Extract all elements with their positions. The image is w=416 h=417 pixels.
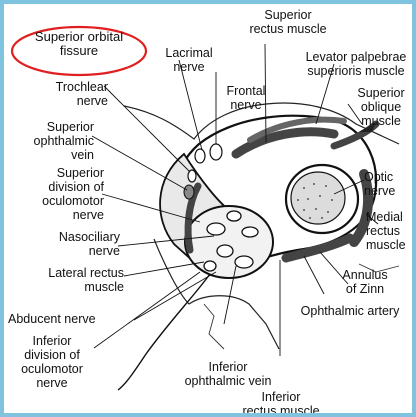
label-superior-oblique-muscle: Superior oblique muscle <box>350 86 412 128</box>
lacrimal-nerve-dot <box>195 149 205 163</box>
label-inferior-ophthalmic-vein: Inferior ophthalmic vein <box>172 360 284 388</box>
label-trochlear-nerve: Trochlear nerve <box>44 80 108 108</box>
label-lacrimal-nerve: Lacrimal nerve <box>154 46 224 74</box>
nerve-circle-2 <box>227 211 241 221</box>
frontal-nerve-dot <box>210 144 222 160</box>
label-lateral-rectus-muscle: Lateral rectus muscle <box>8 266 124 294</box>
label-inferior-rectus-muscle: Inferior rectus muscle <box>226 390 336 417</box>
label-optic-nerve: Optic nerve <box>364 170 412 198</box>
inferior-rectus-strip <box>286 238 350 258</box>
label-superior-ophthalmic-vein: Superior ophthalmic vein <box>24 120 94 162</box>
optic-nerve-cross-section <box>291 172 345 224</box>
label-superior-division-oculomotor: Superior division of oculomotor nerve <box>8 166 104 222</box>
label-abducent-nerve: Abducent nerve <box>8 312 138 326</box>
label-superior-orbital-fissure: Superior orbital fissure <box>22 30 136 58</box>
label-levator-palpebrae: Levator palpebrae superioris muscle <box>296 50 416 78</box>
label-frontal-nerve: Frontal nerve <box>216 84 276 112</box>
nerve-circle-5 <box>235 256 253 268</box>
nerve-circle-4 <box>217 245 233 257</box>
nerve-circle-1 <box>207 223 225 235</box>
label-annulus-of-zinn: Annulus of Zinn <box>330 268 400 296</box>
label-inferior-division-oculomotor: Inferior division of oculomotor nerve <box>4 334 100 390</box>
sup-ophthalmic-vein-dot <box>184 185 194 199</box>
label-nasociliary-nerve: Nasociliary nerve <box>34 230 120 258</box>
label-superior-rectus-muscle: Superior rectus muscle <box>232 8 344 36</box>
label-medial-rectus-muscle: Medial rectus muscle <box>366 210 412 252</box>
nerve-circle-6 <box>204 261 216 271</box>
nerve-circle-3 <box>242 227 258 237</box>
label-ophthalmic-artery: Ophthalmic artery <box>288 304 412 318</box>
